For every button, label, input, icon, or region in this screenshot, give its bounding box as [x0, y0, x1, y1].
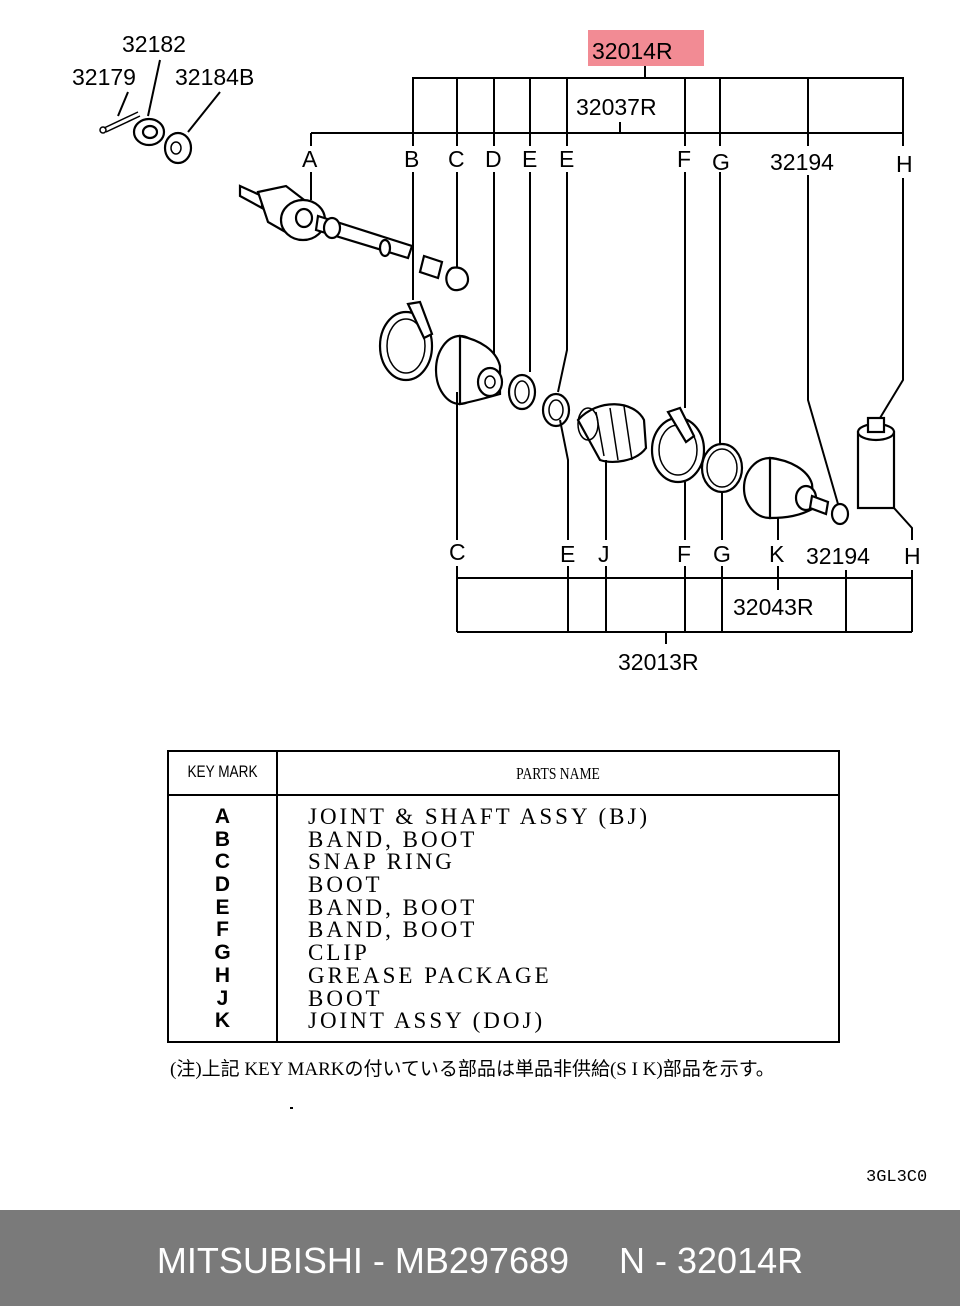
row-name: CLIP: [308, 940, 370, 966]
row-key: B: [214, 827, 231, 851]
key-e1-top: E: [522, 146, 537, 172]
key-e-bot: E: [560, 541, 575, 567]
table-row: H GREASE PACKAGE: [169, 962, 838, 988]
label-32043r[interactable]: 32043R: [733, 594, 814, 620]
row-name: SNAP RING: [308, 849, 455, 875]
row-name: JOINT ASSY (DOJ): [308, 1008, 546, 1034]
row-name: GREASE PACKAGE: [308, 962, 552, 988]
label-32194-top[interactable]: 32194: [770, 149, 834, 175]
joint-assy-k: [742, 456, 830, 520]
row-name: JOINT & SHAFT ASSY (BJ): [308, 804, 651, 829]
table-row: F BAND, BOOT: [169, 917, 838, 943]
label-32194-bot[interactable]: 32194: [806, 543, 870, 569]
table-row: J BOOT: [169, 985, 838, 1011]
table-rows: A JOINT & SHAFT ASSY (BJ) B BAND, BOOT C SN…: [169, 804, 838, 1034]
key-g-top: G: [712, 149, 730, 175]
header-parts-name: PARTS NAME: [516, 764, 600, 783]
highlight-box: [588, 30, 704, 66]
label-32013r[interactable]: 32013R: [618, 649, 699, 675]
label-32037r[interactable]: 32037R: [576, 94, 657, 120]
joint-shaft-assy-a: [238, 184, 444, 280]
footer-title: MITSUBISHI - MB297689 N - 32014R: [156, 1240, 804, 1281]
leader-e2: [557, 172, 568, 393]
diagram-code: 3GL3C0: [866, 1168, 928, 1187]
key-h-bot: H: [904, 543, 921, 569]
key-k-bot: K: [769, 541, 785, 567]
leader-32179: [117, 91, 129, 117]
row-key: C: [214, 850, 231, 874]
table-row: E BAND, BOOT: [169, 894, 838, 920]
grease-package-h: [856, 416, 896, 510]
table-row: A JOINT & SHAFT ASSY (BJ): [169, 804, 838, 829]
band-boot-e1: [507, 373, 537, 411]
boot-d: [434, 334, 504, 406]
leader-32182: [147, 59, 161, 117]
band-boot-f: [650, 406, 706, 484]
row-key: A: [214, 805, 231, 828]
band-boot-b: [378, 300, 434, 382]
row-key: F: [216, 918, 229, 942]
leader-e-bot: [559, 419, 569, 540]
table-row: B BAND, BOOT: [169, 826, 838, 852]
row-key: K: [214, 1009, 231, 1033]
table-header: [169, 752, 838, 796]
key-c-top: C: [448, 146, 465, 172]
row-key: G: [214, 941, 231, 965]
nut-32182: [132, 117, 166, 147]
row-key: E: [215, 895, 230, 919]
row-name: BOOT: [308, 872, 383, 898]
key-f-top: F: [677, 146, 691, 172]
key-e2-top: E: [559, 146, 574, 172]
key-a-top: A: [302, 146, 318, 172]
band-boot-e2: [541, 392, 571, 428]
leader-32194: [807, 175, 839, 505]
row-key: H: [214, 963, 231, 987]
key-f-bot: F: [677, 541, 691, 567]
label-32179[interactable]: 32179: [72, 64, 136, 90]
parts-diagram: 32182 32179 32184B 32014R 32037R 32194 A…: [72, 30, 921, 1109]
washer-32184b: [163, 131, 193, 165]
key-h-top: H: [896, 151, 913, 177]
footnote: (注)上記 KEY MARKの付いている部品は単品非供給(S I K)部品を示す…: [170, 1059, 775, 1080]
header-key-mark: KEY MARK: [187, 762, 258, 781]
table-column-divider: [276, 752, 278, 1041]
snap-ring-32194: [830, 502, 850, 526]
table-row: K JOINT ASSY (DOJ): [169, 1008, 838, 1034]
cotter-pin-32179: [99, 111, 141, 134]
label-32184b[interactable]: 32184B: [175, 64, 254, 90]
key-b-top: B: [404, 146, 419, 172]
stray-dot: [290, 1107, 293, 1109]
key-c-bot: C: [449, 539, 466, 565]
leader-h: [879, 178, 904, 419]
row-name: BAND, BOOT: [308, 894, 478, 920]
table-row: G CLIP: [169, 940, 838, 966]
row-key: D: [214, 873, 231, 897]
label-32182[interactable]: 32182: [122, 31, 186, 57]
key-d-top: D: [485, 146, 502, 172]
leader-h-bot: [893, 507, 913, 540]
parts-table: KEY MARK PARTS NAME A JOINT & SHAFT ASSY …: [167, 750, 840, 1043]
snap-ring-c: [445, 266, 469, 292]
row-name: BOOT: [308, 985, 383, 1011]
clip-g: [700, 442, 744, 494]
key-j-bot: J: [598, 541, 610, 567]
table-row: D BOOT: [169, 872, 838, 898]
row-key: J: [216, 986, 229, 1010]
table-row: C SNAP RING: [169, 849, 838, 875]
bracket-32014r: [412, 77, 904, 130]
leader-32184b: [187, 91, 221, 133]
row-name: BAND, BOOT: [308, 826, 478, 852]
key-g-bot: G: [713, 541, 731, 567]
row-name: BAND, BOOT: [308, 917, 478, 943]
footer-bar: MITSUBISHI - MB297689 N - 32014R: [0, 1210, 960, 1306]
label-32014r[interactable]: 32014R: [592, 38, 673, 64]
boot-j: [576, 403, 648, 463]
